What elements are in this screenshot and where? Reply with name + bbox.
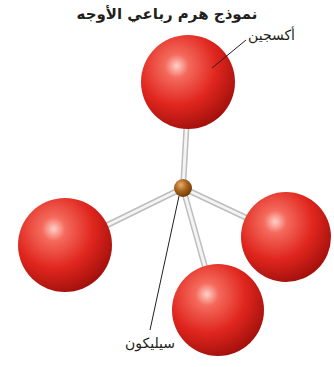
oxygen-label: أكسجين [248, 27, 295, 43]
leader-lines [150, 40, 246, 330]
bond-sticks [85, 100, 268, 292]
diagram-title: نموذج هرم رباعي الأوجه [77, 5, 258, 23]
oxygen-spheres [18, 35, 331, 356]
silicon-label: سيليكون [125, 335, 175, 351]
silicon-atom [174, 179, 192, 197]
